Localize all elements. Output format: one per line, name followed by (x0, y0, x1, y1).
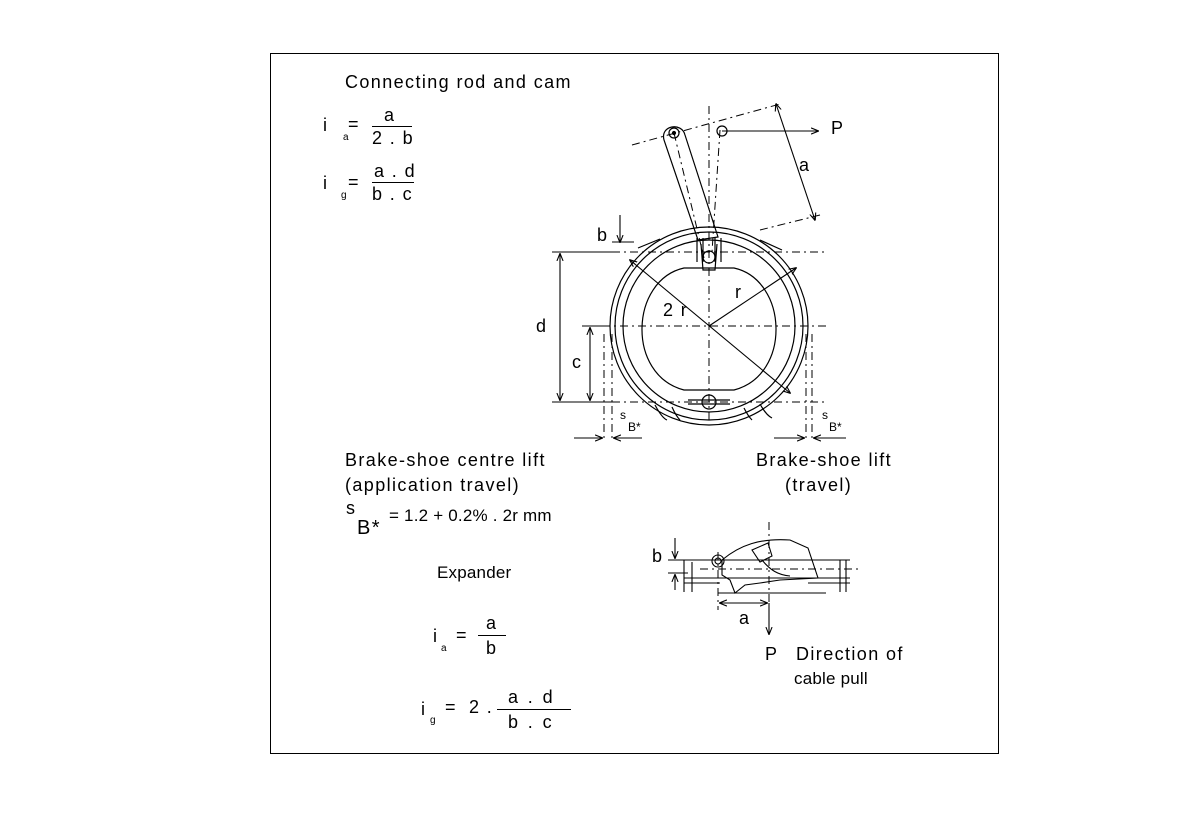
exp-ig-coefficient: 2 . (469, 697, 494, 717)
expander-body (721, 539, 819, 594)
ia-fraction-bar (372, 126, 412, 127)
lever-pin (668, 127, 680, 139)
label-sb-left-s: s (620, 408, 626, 422)
label-2r: 2 r (663, 300, 689, 320)
exp-ia-numerator: a (486, 613, 498, 633)
dim-a-top (776, 104, 815, 220)
exp-ig-subscript: g (430, 715, 436, 726)
ig-numerator: a . d (374, 161, 417, 181)
ia-equals: = (348, 114, 360, 134)
label-sb-right-sub: B* (829, 420, 842, 434)
exp-ia-subscript: a (441, 643, 447, 654)
expander-title: Expander (437, 563, 512, 582)
centre-lift-title: Brake-shoe centre lift (345, 450, 546, 470)
shoe-lift-title: Brake-shoe lift (756, 450, 893, 470)
exp-pull-line1: Direction of (796, 644, 904, 664)
sb-formula-s: s (346, 498, 357, 518)
sb-formula-sub: B* (357, 517, 381, 539)
ig-equals: = (348, 172, 360, 192)
exp-label-p: P (765, 644, 779, 664)
dim-2r (630, 260, 790, 393)
exp-label-a: a (739, 608, 751, 628)
centre-lift-subtitle: (application travel) (345, 475, 521, 495)
exp-ia-symbol: i (433, 626, 439, 646)
label-r: r (735, 282, 743, 302)
lever-arm (663, 126, 719, 241)
label-c: c (572, 352, 583, 372)
ia-denominator: 2 . b (372, 128, 415, 148)
ia-symbol: i (323, 115, 329, 135)
ia-numerator: a (384, 105, 396, 125)
ig-fraction-bar (372, 182, 414, 183)
exp-ia-fraction-bar (478, 635, 506, 636)
exp-ig-fraction-bar (497, 709, 571, 710)
sb-formula-rest: = 1.2 + 0.2% . 2r mm (389, 506, 552, 525)
ia-subscript: a (343, 132, 349, 143)
exp-ia-equals: = (456, 625, 468, 645)
diagram-frame (270, 53, 999, 754)
label-b-top: b (597, 225, 609, 245)
exp-pull-line2: cable pull (794, 669, 868, 688)
shoe-lift-subtitle: (travel) (785, 475, 853, 495)
label-sb-left-sub: B* (628, 420, 641, 434)
rod-cam-title: Connecting rod and cam (345, 72, 572, 92)
label-sb-right-s: s (822, 408, 828, 422)
exp-ig-denominator: b . c (508, 712, 555, 732)
label-a-top: a (799, 155, 811, 175)
ig-subscript: g (341, 190, 347, 201)
exp-label-b: b (652, 546, 664, 566)
label-d: d (536, 316, 548, 336)
ig-denominator: b . c (372, 184, 414, 204)
exp-ig-symbol: i (421, 699, 427, 719)
label-p-top: P (831, 118, 845, 138)
exp-ia-denominator: b (486, 638, 498, 658)
ig-symbol: i (323, 173, 329, 193)
exp-ig-numerator: a . d (508, 687, 556, 707)
exp-ig-equals: = (445, 697, 457, 717)
